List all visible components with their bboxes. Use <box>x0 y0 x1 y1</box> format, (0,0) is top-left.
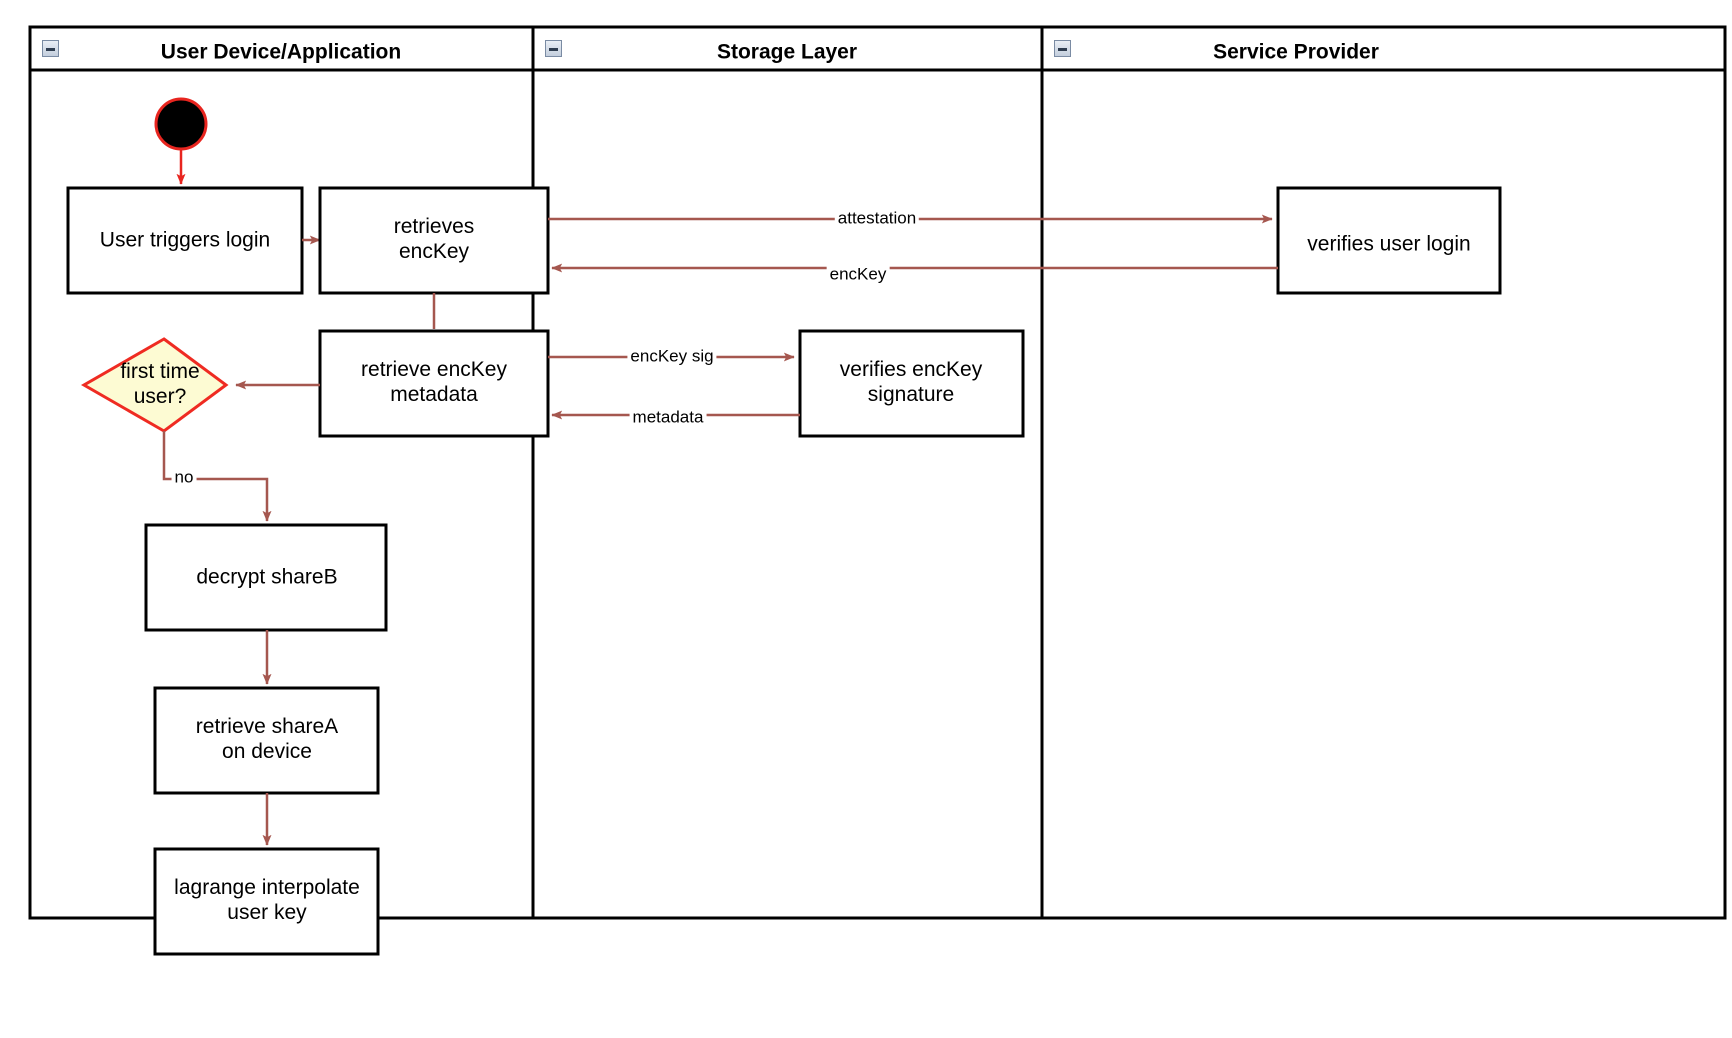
lane-title-storage: Storage Layer <box>716 40 858 64</box>
activity-retrieve-sharea-on-device[interactable] <box>155 688 378 793</box>
edge-label-enckey: encKey <box>826 265 890 285</box>
node-user-triggers-login[interactable] <box>66 186 304 295</box>
node-retrieve-enckey-metadata[interactable] <box>318 329 550 438</box>
activity-lagrange-interpolate-user-key[interactable] <box>155 849 378 954</box>
activity-user-triggers-login[interactable] <box>68 188 302 293</box>
start-node-hit[interactable] <box>156 99 206 149</box>
node-decrypt-shareb[interactable] <box>144 523 388 632</box>
edge-label-no: no <box>171 468 197 488</box>
activity-retrieves-enckey[interactable] <box>320 188 548 293</box>
lane-collapse-icon-service[interactable] <box>1054 40 1071 57</box>
lane-title-service: Service Provider <box>1213 40 1379 64</box>
lane-collapse-icon-user[interactable] <box>42 40 59 57</box>
lane-collapse-icon-storage[interactable] <box>545 40 562 57</box>
node-retrieve-sharea-on-device[interactable] <box>153 686 380 795</box>
edge-label-attestation: attestation <box>834 209 920 229</box>
activity-verifies-enckey-signature[interactable] <box>800 331 1023 436</box>
edge-label-enckey-sig: encKey sig <box>627 347 717 367</box>
decision-first-time-user[interactable] <box>84 339 226 431</box>
edge-label-metadata: metadata <box>629 408 707 428</box>
node-lagrange-interpolate-user-key[interactable] <box>153 847 380 956</box>
edge-no <box>162 431 272 522</box>
activity-decrypt-shareb[interactable] <box>146 525 386 630</box>
node-verifies-enckey-signature[interactable] <box>798 329 1025 438</box>
activity-verifies-user-login[interactable] <box>1278 188 1500 293</box>
node-retrieves-enckey[interactable] <box>318 186 550 295</box>
activity-retrieve-enckey-metadata[interactable] <box>320 331 548 436</box>
node-verifies-user-login[interactable] <box>1276 186 1502 295</box>
lane-title-user: User Device/Application <box>160 40 402 64</box>
